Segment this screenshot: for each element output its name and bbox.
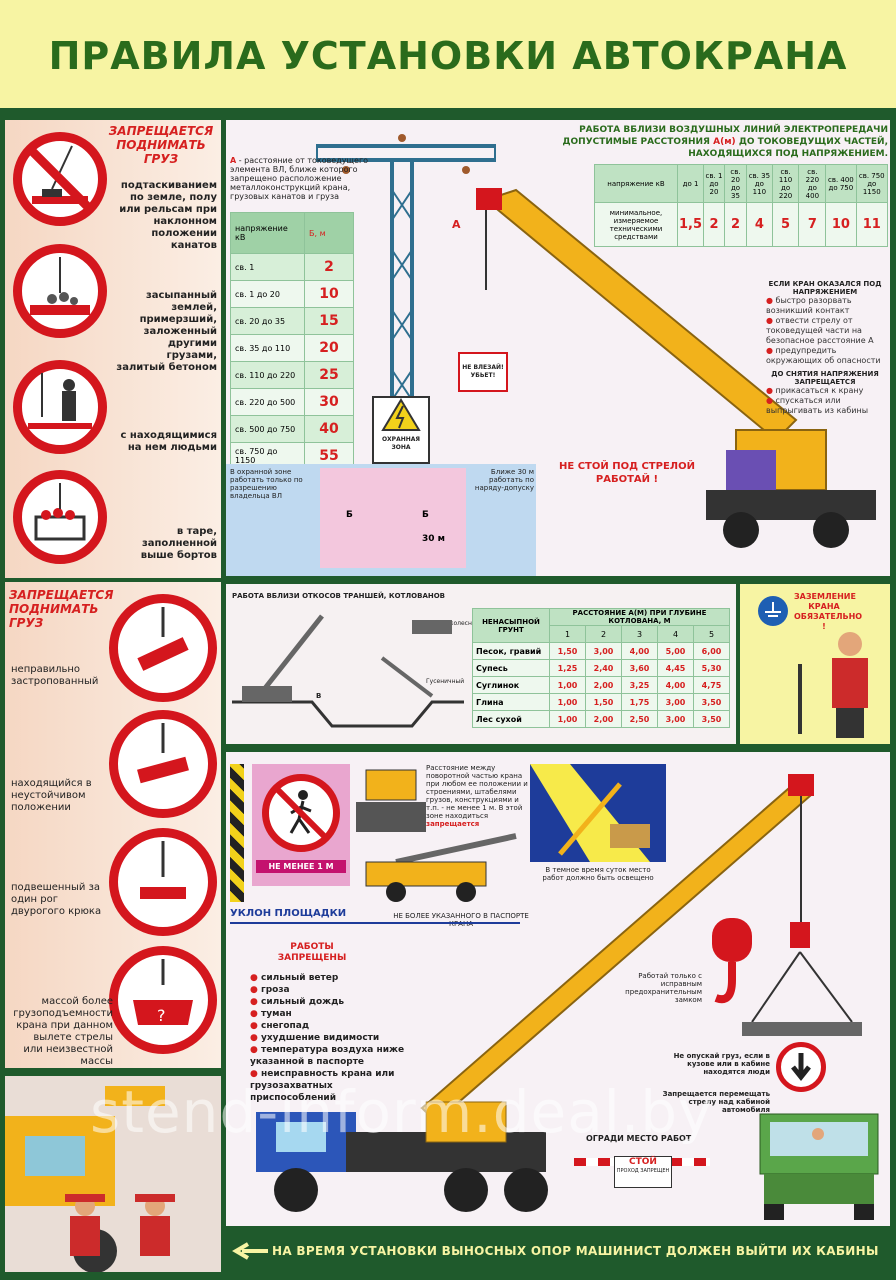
slopes-panel: РАБОТА ВБЛИЗИ ОТКОСОВ ТРАНШЕЙ, КОТЛОВАНО… (226, 584, 736, 744)
grounding-panel: ЗАЗЕМЛЕНИЕ КРАНА ОБЯЗАТЕЛЬНО ! (740, 584, 890, 744)
unstable-load-icon (109, 710, 217, 818)
no-stand-under-boom: НЕ СТОЙ ПОД СТРЕЛОЙ РАБОТАЙ ! (559, 461, 695, 485)
hanging-beam (742, 922, 862, 1036)
hook-icon (712, 918, 752, 1004)
min-1m-label: НЕ МЕНЕЕ 1 М (256, 860, 346, 873)
green-truck (759, 1113, 879, 1220)
forbidden2-item-4: массой более грузоподъемности крана при … (13, 996, 113, 1067)
works-forbidden-heading: РАБОТЫ ЗАПРЕЩЕНЫ (277, 942, 347, 963)
page-title: ПРАВИЛА УСТАНОВКИ АВТОКРАНА (48, 34, 848, 78)
clearance-crane-illustration (356, 769, 517, 902)
down-arrow-sign (776, 1042, 826, 1092)
hook-note: Работай только с исправным предохранител… (625, 972, 702, 1004)
protection-zone-sign: ОХРАННАЯ ЗОНА (372, 396, 430, 464)
slopes-pneumatic: Пневмоколесный (426, 620, 481, 627)
site-panel: НЕ МЕНЕЕ 1 М Расстояние между поворотной… (226, 752, 890, 1226)
forbidden2-item-3: подвешенный за один рог двурогого крюка (11, 882, 102, 917)
clearance-note: Расстояние между поворотной частью крана… (426, 764, 528, 828)
outriggers-illustration (5, 1076, 221, 1273)
crane-truck-illustration (476, 188, 876, 548)
b-table-head-b: Б, м (304, 212, 354, 254)
wrong-sling-icon (109, 594, 217, 702)
slopes-tracked: Гусеничный (426, 678, 465, 685)
ground-text: ЗАЗЕМЛЕНИЕ КРАНА ОБЯЗАТЕЛЬНО ! (794, 592, 863, 631)
people-on-load-icon (13, 360, 107, 454)
slopes-label-b: В (316, 692, 322, 700)
danger-sign: НЕ ВЛЕЗАЙ! УБЬЕТ! (458, 352, 508, 392)
forbidden1-item-1: подтаскиванием по земле, полу или рельса… (119, 180, 217, 251)
forbidden1-item-3: с находящимися на нем людьми (120, 430, 217, 453)
svg-text:?: ? (157, 1006, 166, 1025)
works-forbidden-list: сильный ветер гроза сильный дождь туман … (250, 972, 410, 1104)
watermark: stend-inform.deal.by (90, 1078, 714, 1146)
title-bar: ПРАВИЛА УСТАНОВКИ АВТОКРАНА (0, 0, 896, 108)
forbidden1-heading: ЗАПРЕЩАЕТСЯ ПОДНИМАТЬ ГРУЗ (108, 124, 214, 166)
footer-text: НА ВРЕМЯ УСТАНОВКИ ВЫНОСНЫХ ОПОР МАШИНИС… (272, 1244, 879, 1258)
ground-icon (758, 596, 788, 626)
protection-zone-diagram: В охранной зоне работать только по разре… (226, 464, 536, 576)
b-table-head-voltage: напряжение кВ (230, 212, 305, 254)
buried-load-icon (13, 244, 107, 338)
night-note: В темное время суток место работ должно … (542, 866, 654, 882)
overfilled-container-icon (13, 470, 107, 564)
forbidden2-item-2: находящийся в неустойчивом положении (11, 778, 92, 813)
grounding-worker (798, 632, 868, 738)
slope-note: НЕ БОЛЕЕ УКАЗАННОГО В ПАСПОРТЕ КРАНА (393, 912, 529, 928)
left-arrow-icon (232, 1242, 268, 1260)
energized-notes: ЕСЛИ КРАН ОКАЗАЛСЯ ПОД НАПРЯЖЕНИЕМ быстр… (766, 280, 884, 416)
powerline-panel: А - расстояние от токоведущего элемента … (226, 120, 890, 576)
voltage-heading: РАБОТА ВБЛИЗИ ВОЗДУШНЫХ ЛИНИЙ ЭЛЕКТРОПЕР… (562, 125, 888, 159)
main-crane-illustration (256, 774, 814, 1212)
slope-line (230, 922, 520, 924)
forbidden2-heading: ЗАПРЕЩАЕТСЯ ПОДНИМАТЬ ГРУЗ (9, 588, 114, 630)
forbidden-lift-panel-1: ЗАПРЕЩАЕТСЯ ПОДНИМАТЬ ГРУЗ подтаскивание… (5, 120, 221, 578)
cabin-note-1: Не опускай груз, если в кузове или в каб… (673, 1052, 770, 1076)
forbidden1-item-2: засыпанный землей, примерзший, заложенны… (116, 290, 217, 373)
clearance-sign-panel: НЕ МЕНЕЕ 1 М (252, 764, 350, 886)
label-a: А (452, 218, 461, 231)
slopes-heading: РАБОТА ВБЛИЗИ ОТКОСОВ ТРАНШЕЙ, КОТЛОВАНО… (232, 592, 446, 600)
night-work-panel (530, 764, 666, 862)
slope-label: УКЛОН ПЛОЩАДКИ (230, 908, 347, 919)
unknown-mass-icon: ? (109, 946, 217, 1054)
forbidden2-item-1: неправильно застропованный (11, 664, 99, 687)
one-horn-hook-icon (109, 828, 217, 936)
a-distance-note: А - расстояние от токоведущего элемента … (230, 156, 369, 201)
footer-bar: НА ВРЕМЯ УСТАНОВКИ ВЫНОСНЫХ ОПОР МАШИНИС… (226, 1236, 890, 1266)
no-pedestrian-icon (262, 774, 340, 852)
cabin-note-2: Запрещается перемещать стрелу над кабино… (662, 1090, 770, 1114)
slope-crane-illustration (232, 614, 464, 728)
stop-sign: СТОЙ ПРОХОД ЗАПРЕЩЕН (614, 1156, 672, 1188)
fence-note: ОГРАДИ МЕСТО РАБОТ (586, 1134, 692, 1143)
forbidden-lift-panel-2: ЗАПРЕЩАЕТСЯ ПОДНИМАТЬ ГРУЗ неправильно з… (5, 582, 221, 1068)
no-drag-icon (13, 132, 107, 226)
forbidden1-item-4: в таре, заполненной выше бортов (140, 526, 217, 561)
hazard-stripe (230, 764, 244, 902)
